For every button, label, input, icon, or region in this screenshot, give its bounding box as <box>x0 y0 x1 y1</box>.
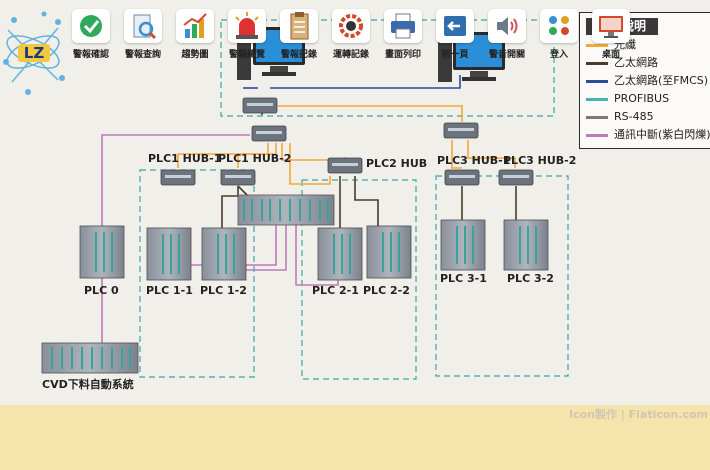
printer-icon <box>384 9 422 43</box>
legend-swatch <box>586 43 608 47</box>
legend-item-comm-fail: 通訊中斷(紫白閃爍) <box>586 127 710 143</box>
label-plc2-2: PLC 2-2 <box>363 284 410 297</box>
remote-io-rack <box>237 194 335 226</box>
label-plc1-2: PLC 1-2 <box>200 284 247 297</box>
label-plc2-1: PLC 2-1 <box>312 284 359 297</box>
desktop-button[interactable]: 桌面 <box>586 7 636 61</box>
label-plc1-1: PLC 1-1 <box>146 284 193 297</box>
label-plc0: PLC 0 <box>84 284 119 297</box>
operation-log-button[interactable]: 運轉記錄 <box>326 7 376 61</box>
bar-chart-icon <box>176 9 214 43</box>
trend-chart-button[interactable]: 趨勢圖 <box>170 7 220 61</box>
legend-swatch <box>586 61 608 65</box>
label-plc1-hub2: PLC1 HUB-2 <box>218 152 292 165</box>
legend-swatch <box>586 97 608 101</box>
network-switches <box>160 97 534 186</box>
legend-item-profibus: PROFIBUS <box>586 91 669 107</box>
label-plc2-hub: PLC2 HUB <box>366 157 428 170</box>
back-icon <box>436 9 474 43</box>
label-plc3-1: PLC 3-1 <box>440 272 487 285</box>
users-icon <box>540 9 578 43</box>
label-plc3-2: PLC 3-2 <box>507 272 554 285</box>
siren-icon <box>228 9 266 43</box>
alarm-log-button[interactable]: 警報記錄 <box>274 7 324 61</box>
gear-icon <box>332 9 370 43</box>
speaker-icon <box>488 9 526 43</box>
bottom-toolbar <box>0 405 710 470</box>
legend-swatch <box>586 133 608 137</box>
search-doc-icon <box>124 9 162 43</box>
legend-item-ethernet: 乙太網路 <box>586 55 658 71</box>
legend-swatch <box>586 115 608 119</box>
icon-credit: Icon製作 | Flaticon.com <box>568 408 708 421</box>
clipboard-icon <box>280 9 318 43</box>
label-plc3-hub2: PLC3 HUB-2 <box>503 154 577 167</box>
lz-logo: LZ <box>3 11 65 95</box>
legend-swatch <box>586 79 608 83</box>
logo-text: LZ <box>24 44 45 62</box>
network-diagram: LZ <box>3 11 569 380</box>
check-icon <box>72 9 110 43</box>
login-button[interactable]: 登入 <box>534 7 584 61</box>
previous-page-button[interactable]: 前一頁 <box>430 7 480 61</box>
alarm-sound-toggle[interactable]: 警音開關 <box>482 7 532 61</box>
label-plc3-hub1: PLC3 HUB-1 <box>437 154 511 167</box>
legend-item-ethernet-fmcs: 乙太網路(至FMCS) <box>586 73 708 89</box>
group-frames <box>139 19 569 380</box>
alarm-query-button[interactable]: 警報查詢 <box>118 7 168 61</box>
print-screen-button[interactable]: 畫面列印 <box>378 7 428 61</box>
legend-item-rs485: RS-485 <box>586 109 654 125</box>
alarm-ack-button[interactable]: 警報確認 <box>66 7 116 61</box>
alarm-overview-button[interactable]: 警報總覽 <box>222 7 272 61</box>
label-cvd-system: CVD下料自動系統 <box>42 378 134 391</box>
monitor-icon <box>592 9 630 43</box>
label-plc1-hub1: PLC1 HUB-1 <box>148 152 222 165</box>
